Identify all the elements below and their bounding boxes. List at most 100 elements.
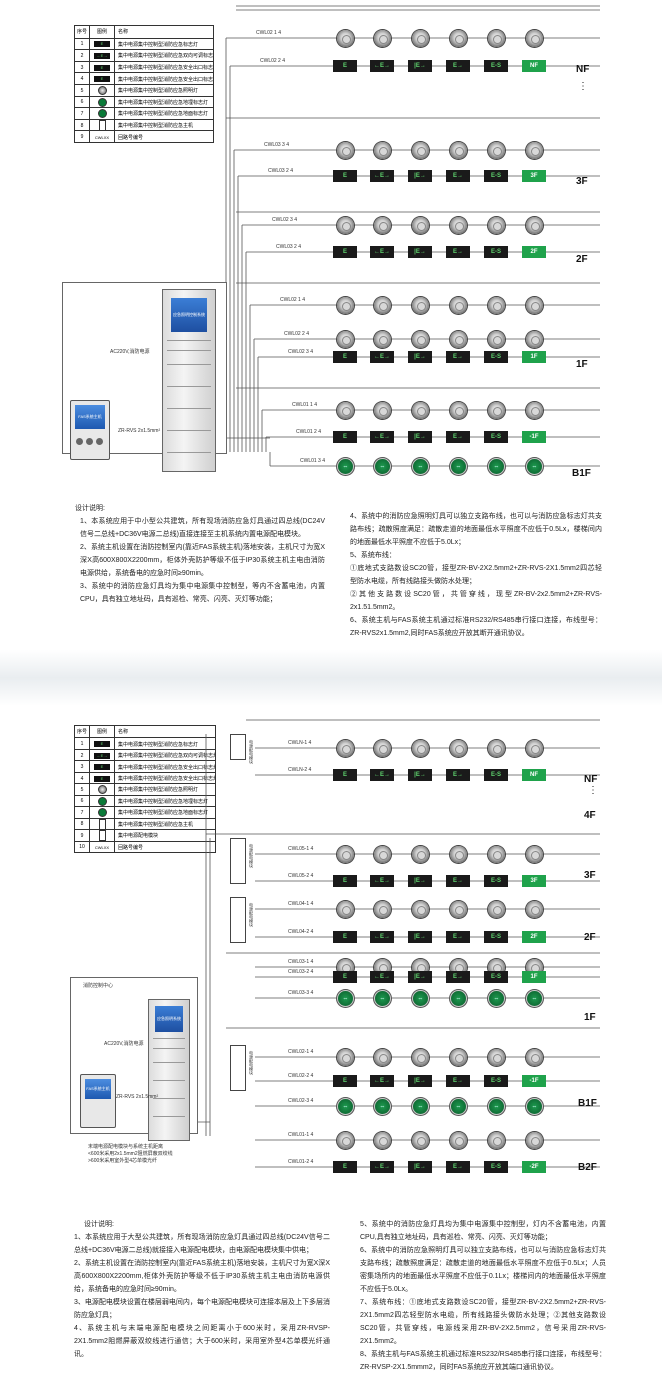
module-label: 电源配电模块 — [249, 844, 254, 868]
floor-label: 3F — [584, 870, 596, 881]
note: 2、系统主机设置在消防控制室内(靠近FAS系统主机)落地安装，主机尺寸为宽X深X… — [80, 544, 325, 577]
distribution-module — [230, 734, 246, 760]
emergency-lamp — [526, 297, 543, 314]
notes-right: 4、系统中的消防应急照明灯具可以独立支路布线，也可以与消防应急标志灯共支路布线；… — [350, 510, 602, 640]
exit-sign: ←E→ — [370, 431, 394, 443]
exit-sign-icon: E — [94, 41, 110, 48]
circuit-label: CWLN-1 4 — [288, 740, 312, 746]
emergency-lamp — [488, 1049, 505, 1066]
exit-sign: E — [333, 1075, 357, 1087]
circuit-label: CWL04-2 4 — [288, 929, 314, 935]
note: ②其他支路数设SC20管，共管穿线，现型ZR-BV-2x2.5mm2+ZR-RV… — [350, 591, 602, 611]
legend-symbol: 图例 — [90, 726, 115, 738]
circuit-label: CWL05-1 4 — [288, 846, 314, 852]
legend-row: 2←E→集中电源集中控制型消防应急双向可调标志灯 — [75, 49, 213, 62]
exit-sign: E — [333, 971, 357, 983]
circuit-label: CWL03 2 4 — [276, 244, 302, 250]
legend-no: 6 — [75, 96, 90, 109]
emergency-lamp — [337, 142, 354, 159]
exit-sign: E-S — [484, 769, 508, 781]
circuit-label: CWL02-1 4 — [288, 1049, 314, 1055]
legend-no: 3 — [75, 61, 90, 74]
legend-name: 集中电源配电模块 — [118, 833, 159, 840]
floor-sign: ⇔ — [413, 459, 428, 474]
emergency-lamp — [337, 1049, 354, 1066]
exit-sign: E-S — [484, 1161, 508, 1173]
legend-symbol — [90, 807, 115, 819]
floor-label: 4F — [584, 810, 596, 821]
exit-sign: E-S — [484, 971, 508, 983]
exit-sign: ←E→ — [370, 170, 394, 182]
floor-label: 3F — [576, 176, 588, 187]
exit-sign: ←E→ — [370, 1161, 394, 1173]
floor-badge: -2F — [522, 1161, 546, 1173]
legend-symbol: 图例 — [90, 26, 115, 38]
legend-symbol: E — [90, 38, 115, 51]
legend-no: 10 — [75, 841, 90, 853]
floor-label: B2F — [578, 1162, 597, 1173]
circuit-label: CWL03-3 4 — [288, 990, 314, 996]
emergency-lamp — [450, 901, 467, 918]
circuit-label: CWL02 1 4 — [280, 297, 306, 303]
emergency-lamp — [450, 740, 467, 757]
exit-sign: |E→ — [408, 875, 432, 887]
floor-sign-icon — [97, 808, 107, 818]
exit-sign: ←E→ — [370, 769, 394, 781]
notes-title: 设计说明: — [75, 505, 105, 512]
fas-host: FAS系统主机 — [70, 400, 110, 460]
emergency-lamp — [374, 740, 391, 757]
legend-symbol: E — [90, 73, 115, 85]
floor-label: B1F — [578, 1098, 597, 1109]
circuit-label: CWLN-2 4 — [288, 767, 312, 773]
note: 3、电源配电模块设置在楼层弱电间内，每个电源配电模块可连接本层及上下多层消防应急… — [74, 1299, 330, 1319]
floor-label: 1F — [584, 1012, 596, 1023]
emergency-lamp — [526, 901, 543, 918]
legend-no: 3 — [75, 761, 90, 773]
cabinet-screen: 应急照明系统 — [155, 1006, 183, 1032]
note: 3、系统中的消防应急灯具均为集中电源集中控制型，等内不含蓄电池，内置CPU，具有… — [80, 583, 325, 603]
distribution-module — [230, 1045, 246, 1091]
emergency-lamp — [374, 217, 391, 234]
exit-sign: E — [333, 875, 357, 887]
emergency-lamp — [450, 331, 467, 348]
exit-sign: ←E→ — [370, 246, 394, 258]
legend-name: 名称 — [118, 729, 129, 736]
floor-sign: ⇔ — [375, 1099, 390, 1114]
floor-sign: ⇔ — [451, 991, 466, 1006]
floor-badge: NF — [522, 769, 546, 781]
exit-sign: ←E→ — [370, 1075, 394, 1087]
exit-sign: ←E→ — [370, 60, 394, 72]
note: 2、系统主机设置在消防控制室内(靠近FAS系统主机)落地安装，主机尺寸为宽X深X… — [74, 1260, 330, 1293]
emergency-lamp — [412, 297, 429, 314]
circuit-label: CWL03 3 4 — [264, 142, 290, 148]
legend-no: 5 — [75, 85, 90, 97]
circuit-label: CWL01-2 4 — [288, 1159, 314, 1165]
circuit-label: CWL02 1 4 — [256, 30, 282, 36]
legend-name: 回路号编号 — [118, 844, 144, 851]
floor-sign: ⇔ — [451, 1099, 466, 1114]
legend-no: 序号 — [75, 26, 90, 38]
note: 8、系统主机与FAS系统主机通过标准RS232/RS485串行接口连接，布线型号… — [360, 1351, 606, 1371]
exit-sign-icon: E — [94, 76, 110, 83]
emergency-lamp — [374, 901, 391, 918]
legend-symbol: E — [90, 761, 115, 773]
emergency-lamp — [488, 402, 505, 419]
fas-host: FAS系统主机 — [80, 1074, 116, 1128]
circuit-label: CWL03-1 4 — [288, 959, 314, 965]
legend-no: 7 — [75, 108, 90, 120]
exit-sign: ←E→ — [370, 931, 394, 943]
legend-name: 集中电源集中控制型消防应急安全出口标志灯 — [118, 76, 213, 83]
emergency-lamp — [450, 30, 467, 47]
legend-symbol: ←E→ — [90, 50, 115, 62]
legend-symbol — [90, 784, 115, 796]
floor-badge: 3F — [522, 170, 546, 182]
emergency-lamp — [412, 901, 429, 918]
floor-sign: ⇔ — [527, 991, 542, 1006]
floor-badge: -1F — [522, 1075, 546, 1087]
legend-no: 8 — [75, 119, 90, 132]
emergency-lamp — [337, 331, 354, 348]
legend-no: 2 — [75, 749, 90, 762]
